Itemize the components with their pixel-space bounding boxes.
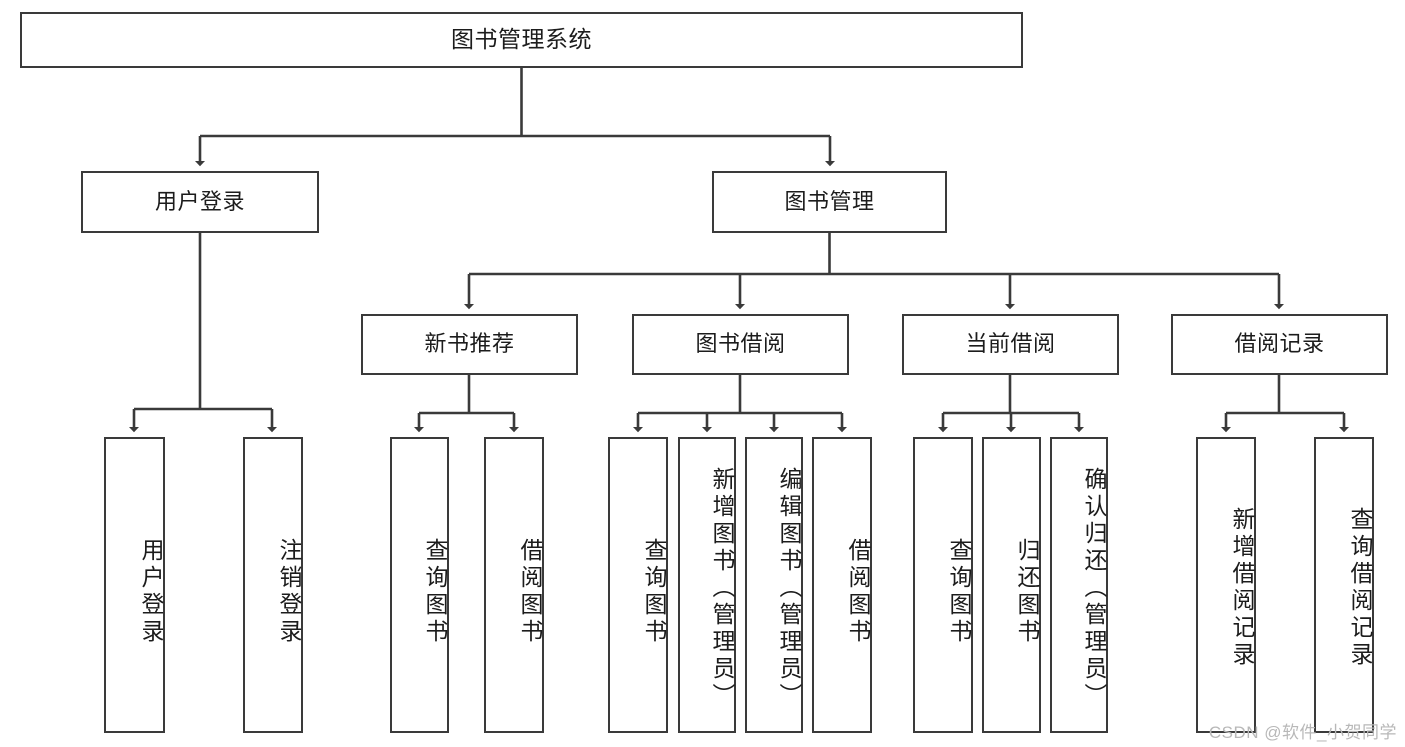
node-leaf-confirm-return-label: 确认归还（管理员） [1081,466,1107,710]
node-new-book-rec[interactable]: 新书推荐 [361,314,578,375]
node-leaf-add-record[interactable]: 新增借阅记录 [1196,437,1256,733]
node-book-manage[interactable]: 图书管理 [712,171,947,233]
node-leaf-edit-book-label: 编辑图书（管理员） [776,466,802,710]
node-leaf-edit-book[interactable]: 编辑图书（管理员） [745,437,803,733]
node-leaf-user-login[interactable]: 用户登录 [104,437,165,733]
node-book-manage-label: 图书管理 [784,188,875,214]
node-leaf-query-book-3[interactable]: 查询图书 [913,437,973,733]
node-root[interactable]: 图书管理系统 [20,12,1023,68]
node-root-label: 图书管理系统 [451,26,592,53]
node-leaf-add-book[interactable]: 新增图书（管理员） [678,437,736,733]
node-user-login-label: 用户登录 [154,188,245,214]
node-leaf-query-record-label: 查询借阅记录 [1347,507,1373,669]
node-current-borrow[interactable]: 当前借阅 [902,314,1119,375]
node-leaf-return-book-label: 归还图书 [1014,538,1040,646]
node-current-borrow-label: 当前借阅 [965,331,1056,357]
node-borrow-record[interactable]: 借阅记录 [1171,314,1388,375]
node-leaf-query-book-2[interactable]: 查询图书 [608,437,668,733]
node-leaf-add-book-label: 新增图书（管理员） [709,466,735,710]
node-leaf-query-book-1[interactable]: 查询图书 [390,437,449,733]
node-book-borrow[interactable]: 图书借阅 [632,314,849,375]
node-leaf-query-book-1-label: 查询图书 [422,538,448,646]
node-leaf-query-book-3-label: 查询图书 [946,538,972,646]
node-leaf-query-record[interactable]: 查询借阅记录 [1314,437,1374,733]
node-leaf-logout[interactable]: 注销登录 [243,437,303,733]
node-leaf-return-book[interactable]: 归还图书 [982,437,1041,733]
node-leaf-borrow-book-2-label: 借阅图书 [845,538,871,646]
node-leaf-confirm-return[interactable]: 确认归还（管理员） [1050,437,1108,733]
node-borrow-record-label: 借阅记录 [1234,331,1325,357]
node-leaf-query-book-2-label: 查询图书 [641,538,667,646]
node-leaf-user-login-label: 用户登录 [138,538,164,646]
node-leaf-logout-label: 注销登录 [276,538,302,646]
node-new-book-rec-label: 新书推荐 [424,331,515,357]
node-user-login[interactable]: 用户登录 [81,171,319,233]
watermark-text: CSDN @软件_小贺同学 [1208,723,1397,742]
node-leaf-borrow-book-1[interactable]: 借阅图书 [484,437,544,733]
node-leaf-borrow-book-1-label: 借阅图书 [517,538,543,646]
node-book-borrow-label: 图书借阅 [695,331,786,357]
node-leaf-borrow-book-2[interactable]: 借阅图书 [812,437,872,733]
node-leaf-add-record-label: 新增借阅记录 [1229,507,1255,669]
